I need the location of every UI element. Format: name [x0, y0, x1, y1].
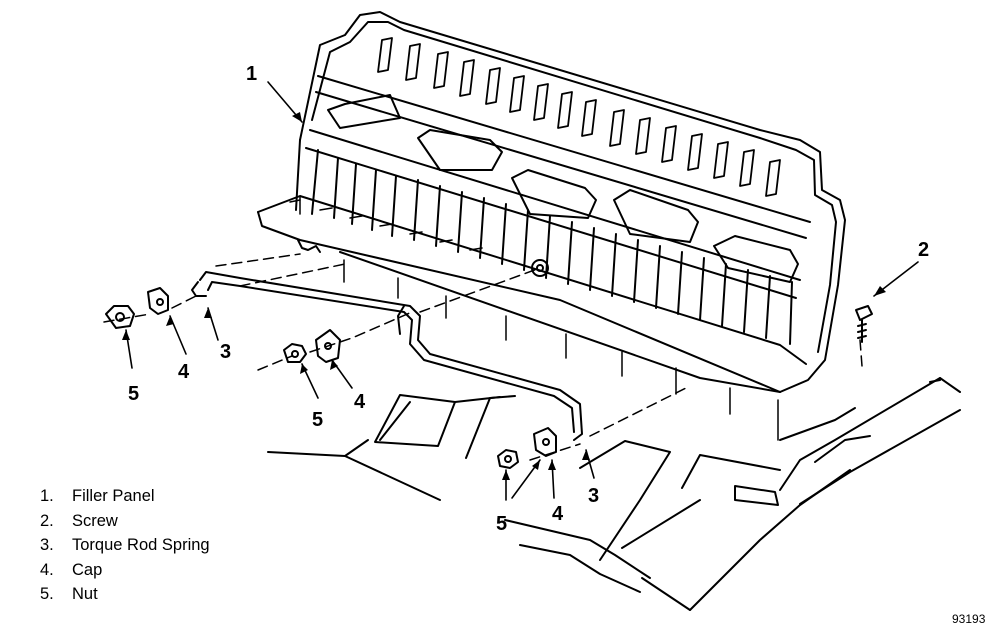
nut-right: [497, 449, 519, 469]
cap-right: [533, 427, 557, 457]
nut-left: [105, 305, 135, 329]
callout-nut-right: 5: [496, 513, 508, 535]
legend-item: 1. Filler Panel: [40, 484, 210, 509]
legend-number: 1.: [40, 487, 54, 505]
bushing: [531, 259, 549, 277]
parts-legend: 1. Filler Panel 2. Screw 3. Torque Rod Spri…: [40, 484, 210, 607]
legend-number: 5.: [40, 585, 54, 603]
legend-label: Cap: [72, 560, 103, 579]
legend-label: Nut: [72, 585, 98, 603]
legend-item: 4. Cap: [40, 558, 210, 583]
cap-left: [147, 287, 169, 315]
nut-middle: [283, 343, 307, 363]
callout-nut-left: 5: [128, 383, 140, 405]
callout-screw: 2: [918, 239, 930, 261]
legend-number: 4.: [40, 560, 54, 579]
legend-item: 5. Nut: [40, 582, 210, 607]
callout-filler-panel: 1: [246, 63, 258, 85]
callout-cap-middle: 4: [354, 391, 366, 413]
legend-label: Filler Panel: [72, 487, 155, 505]
legend-item: 3. Torque Rod Spring: [40, 533, 210, 558]
legend-number: 3.: [40, 536, 54, 554]
legend-item: 2. Screw: [40, 509, 210, 534]
cap-middle: [315, 329, 341, 363]
torque-rod-spring: [191, 271, 583, 441]
filler-panel: [257, 11, 846, 393]
mounting-studs: [299, 195, 779, 441]
alignment-lines: [103, 253, 863, 461]
figure-code: 93193: [952, 612, 986, 624]
legend-label: Screw: [72, 511, 118, 530]
legend-label: Torque Rod Spring: [72, 536, 210, 554]
callout-torque-rod-spring-left: 3: [220, 341, 232, 363]
screw: [855, 305, 873, 343]
callout-torque-rod-spring-right: 3: [588, 485, 600, 507]
callout-nut-middle: 5: [312, 409, 324, 431]
vehicle-floor: [267, 377, 961, 611]
legend-number: 2.: [40, 511, 54, 530]
callout-cap-right: 4: [552, 503, 564, 525]
callout-cap-left: 4: [178, 361, 190, 383]
arrowheads: [122, 112, 886, 480]
